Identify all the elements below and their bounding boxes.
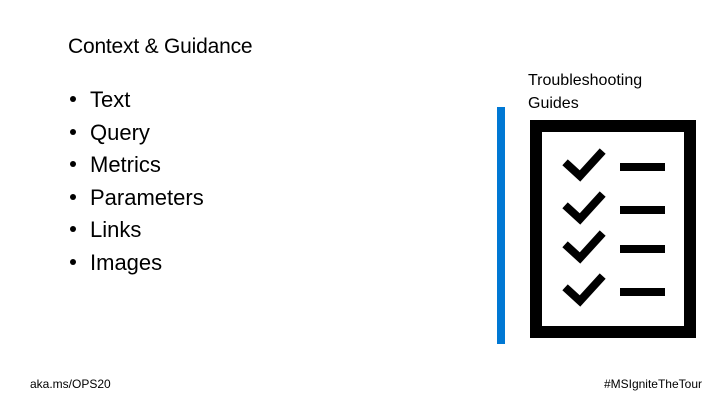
bullet-dot-icon [70,193,76,200]
troubleshooting-guides-label: Troubleshooting Guides [528,69,642,115]
bullet-text: Metrics [90,152,161,177]
accent-bar [497,107,505,344]
check-marks [562,148,606,307]
bullet-dot-icon [70,258,76,265]
bullet-text: Parameters [90,184,204,210]
bullet-dot-icon [70,226,76,232]
bullet-dot-icon [70,96,76,102]
bullet-list: Text Query Metrics Parameters Links Imag… [68,84,204,279]
slide-title: Context & Guidance [68,35,253,58]
check-mark-icon [562,230,606,264]
guide-label-line-1: Troubleshooting [528,72,643,89]
bullet-text: Links [90,217,142,242]
check-mark-icon [562,273,606,307]
bullet-text: Text [90,87,131,112]
checklist-line [620,163,665,171]
bullet-item: Query [68,117,204,150]
checklist-line [620,288,665,296]
bullet-dot-icon [70,161,76,167]
bullet-dot-icon [70,128,76,135]
bullet-item: Text [68,84,204,117]
guide-label-line-2: Guides [528,95,579,112]
bullet-item: Images [68,247,204,280]
bullet-text: Images [90,249,163,275]
checklist-line [620,206,665,214]
bullet-item: Metrics [68,149,204,182]
check-mark-icon [562,148,606,182]
footer-hashtag: #MSIgniteTheTour [603,377,702,391]
checklist-icon [530,120,696,338]
checklist-frame [530,120,696,338]
footer-link: aka.ms/OPS20 [30,377,111,391]
checklist-line [620,245,665,253]
bullet-item: Parameters [68,182,204,215]
checklist-lines [620,163,665,296]
bullet-item: Links [68,214,204,247]
bullet-text: Query [90,119,150,145]
check-mark-icon [562,191,606,225]
